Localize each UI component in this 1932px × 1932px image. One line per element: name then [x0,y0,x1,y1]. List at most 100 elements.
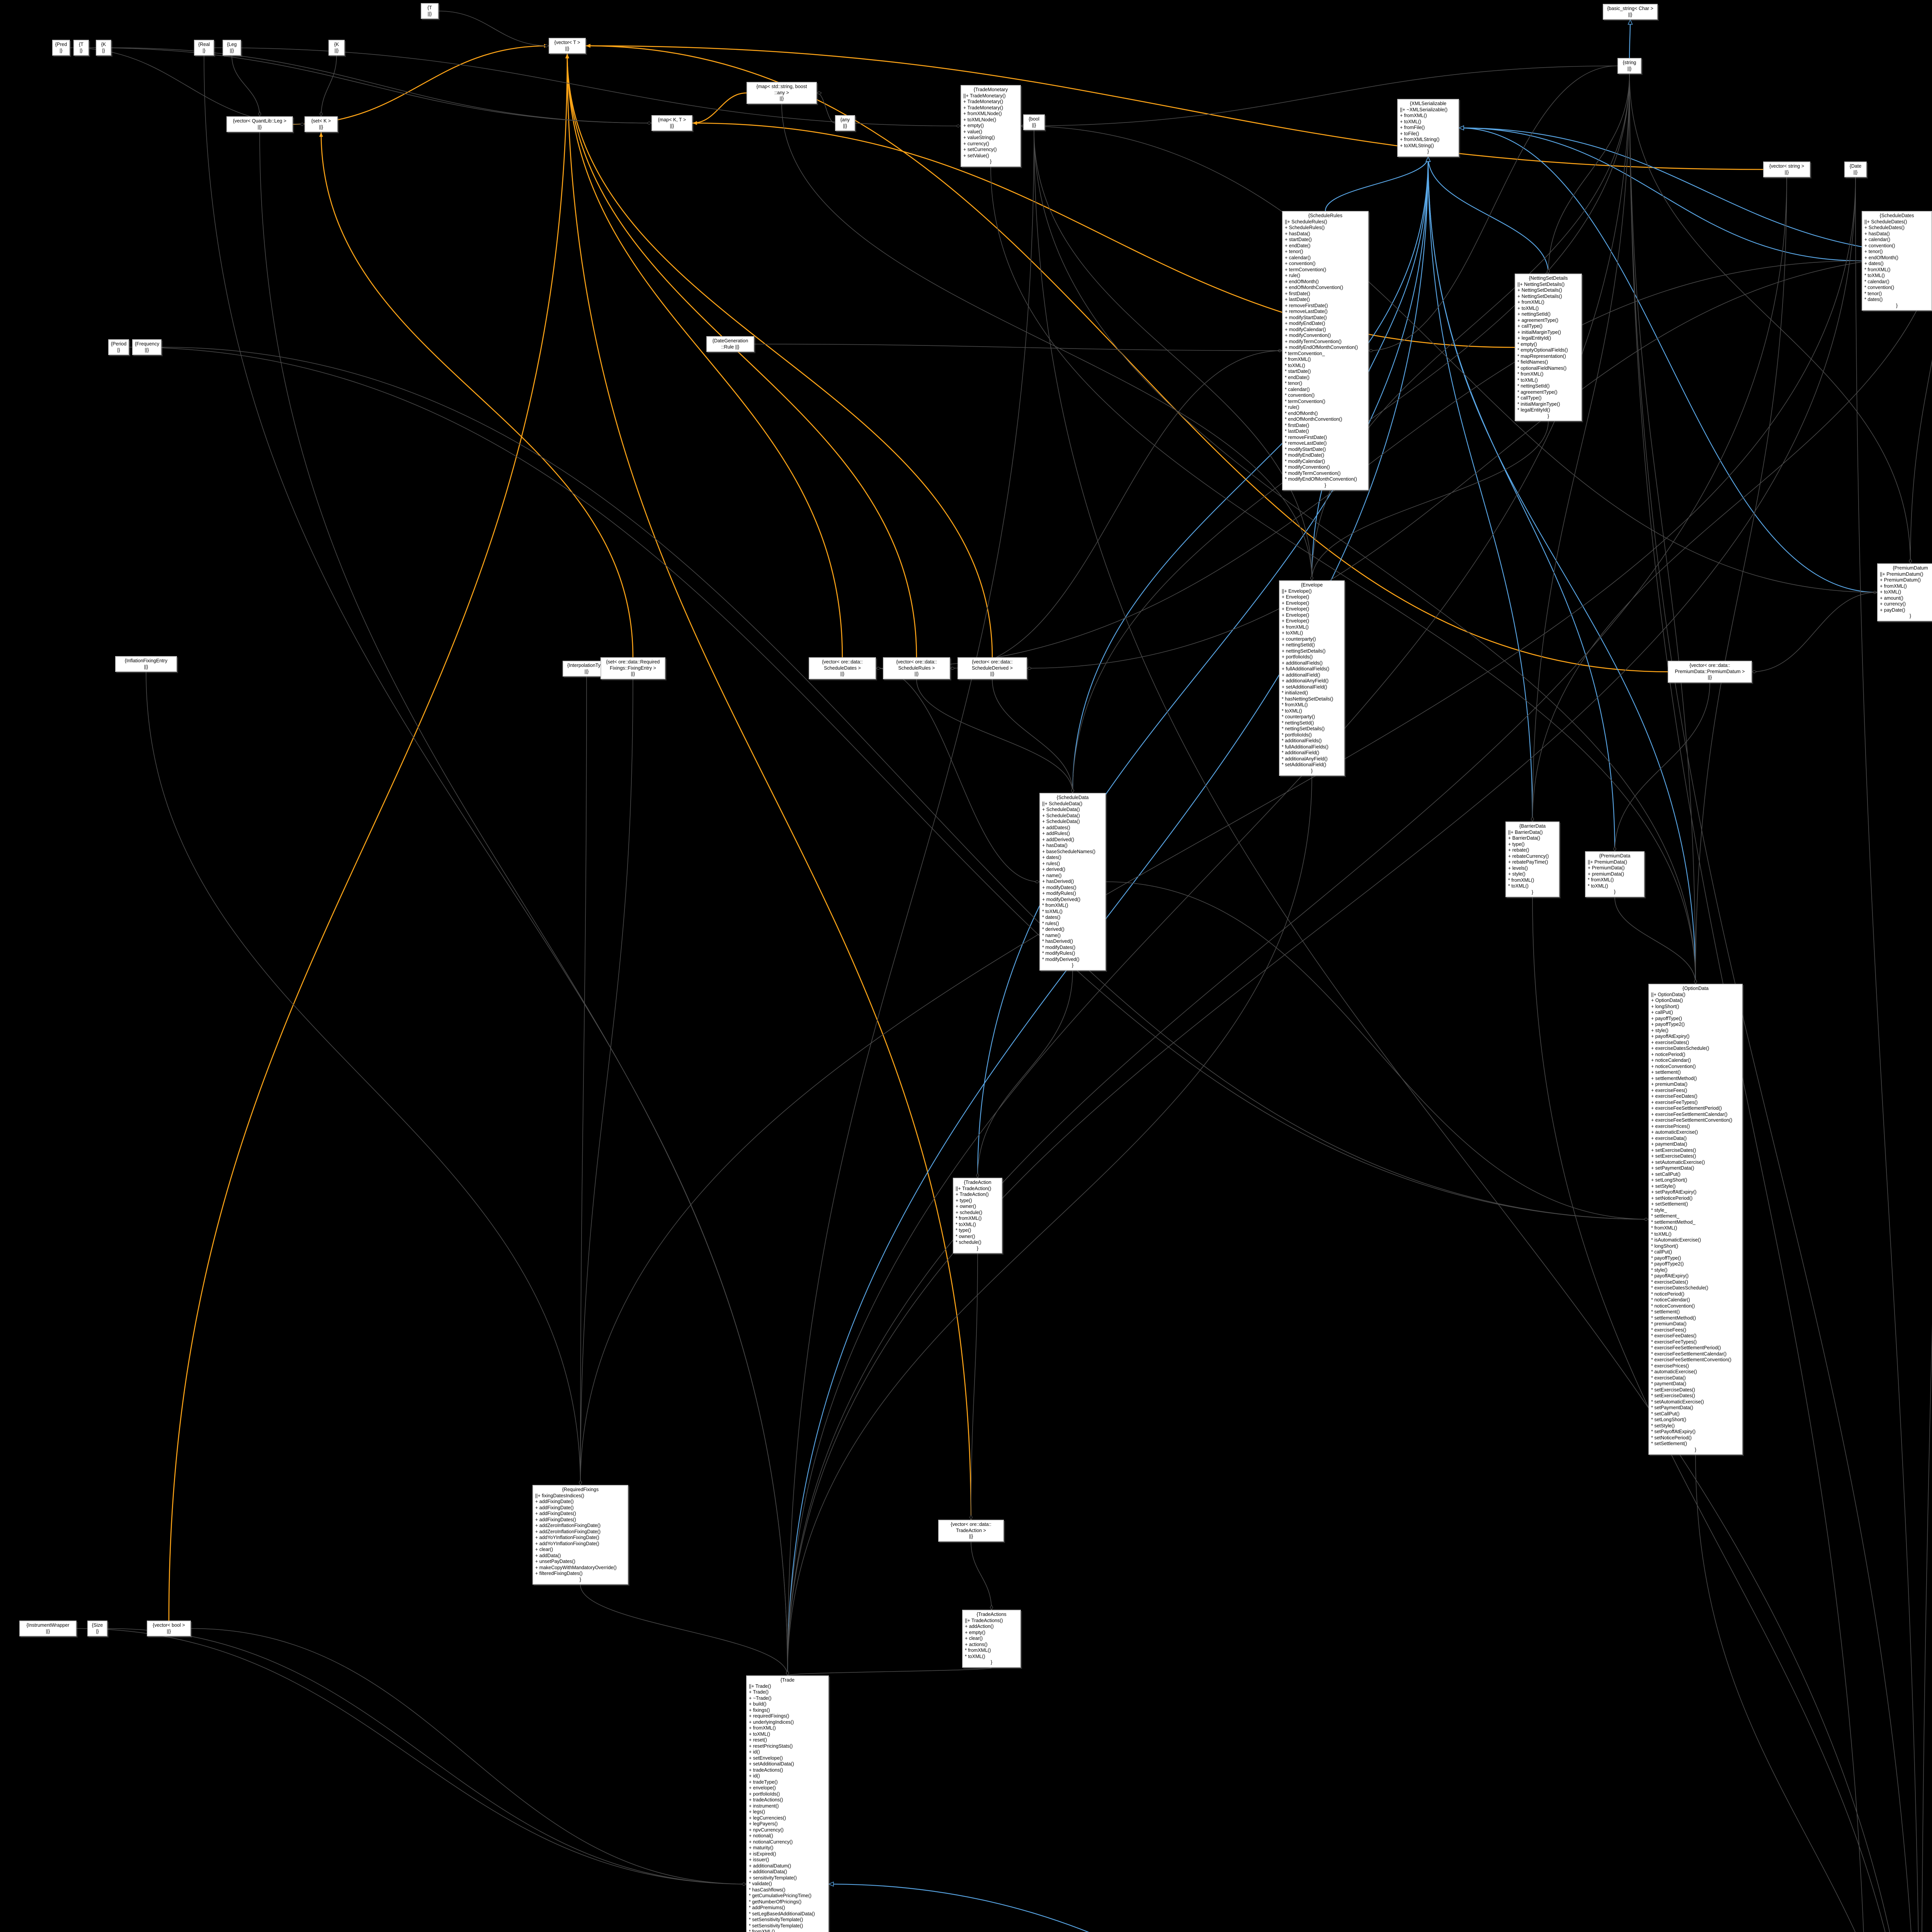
class-node-vecTradeAction[interactable]: {vector< ore::data::TradeAction >||} [938,1520,1004,1542]
class-node-barrierData[interactable]: {BarrierData||+ BarrierData()+ BarrierDa… [1505,821,1560,897]
class-node-bool[interactable]: {bool||} [1023,114,1045,130]
member-line: * exerciseFeeTypes() [1651,1339,1697,1345]
member-line: * modifyTermConvention() [1285,470,1341,476]
class-node-tradeAction[interactable]: {TradeAction||+ TradeAction()+ TradeActi… [953,1178,1002,1253]
edge-scheduleData-to-tradeAction [976,970,1073,1179]
member-line: + addFixingDates() [535,1511,576,1516]
member-line: + counterparty() [1282,636,1316,642]
member-line: } [1694,1447,1697,1452]
class-node-k[interactable]: {K||} [328,40,345,56]
class-title: {vector< string > [1769,163,1804,169]
edge-envelope-to-trade [786,776,1312,1676]
class-node-scheduleRules[interactable]: {ScheduleRules||+ ScheduleRules()+ Sched… [1282,211,1369,490]
class-node-size[interactable]: {Size|} [87,1621,107,1636]
class-node-frequency[interactable]: {Frequency||} [132,339,162,355]
member-line: ||+ OptionData() [1651,992,1685,997]
member-line: + type() [956,1197,972,1203]
member-line: * getCumulativePricingTime() [749,1893,812,1898]
member-line: + noticeCalendar() [1651,1058,1691,1063]
class-node-setK[interactable]: {set< K >||} [304,116,338,132]
member-line: + modifyConvention() [1285,333,1331,338]
member-line: + style() [1508,871,1526,877]
member-line: * type() [956,1228,971,1233]
member-line: * setExerciseDates() [1651,1393,1695,1398]
member-line: * exerciseDatesSchedule() [1651,1285,1708,1291]
member-line: * fromXML() [1282,702,1308,707]
class-node-dateGenRule[interactable]: {DateGeneration::Rule ||} [706,336,754,352]
class-node-vecQLLeg[interactable]: {vector< QuantLib::Leg >||} [226,116,293,132]
edge-string-to-fxSingleAssetDerivative [1629,73,1864,1932]
edge-string-to-scheduleRules [1368,65,1618,352]
class-node-vecString[interactable]: {vector< string >||} [1763,162,1810,177]
class-node-basic_string[interactable]: {basic_string< Char >||} [1603,4,1658,20]
member-line: + premiumData() [1651,1082,1688,1087]
member-line: * endDate() [1285,374,1310,380]
class-node-xmlSerializable[interactable]: {XMLSerializable||+ ~XMLSerializable()+ … [1397,99,1459,157]
member-line: ScheduleDates > [824,665,861,671]
class-node-string[interactable]: {string||} [1617,58,1641,74]
class-node-vecSchedDerived[interactable]: {vector< ore::data::ScheduleDerived >||} [957,657,1027,679]
member-line: + BarrierData() [1508,835,1541,841]
class-node-pred[interactable]: {Pred|} [52,40,70,56]
class-node-nettingSetDetails[interactable]: {NettingSetDetails||+ NettingSetDetails(… [1515,274,1582,421]
member-line: * toXML() [965,1653,985,1659]
member-line: + ScheduleRules() [1285,225,1325,230]
member-line: + endOfMonthConvention() [1285,285,1344,290]
member-line: + toXML() [1880,589,1901,595]
member-line: } [1614,889,1616,895]
class-node-vecSchedDates[interactable]: {vector< ore::data::ScheduleDates >||} [809,657,876,679]
class-node-inflationFixingEntry[interactable]: {InflationFixingEntry||} [115,656,177,672]
class-node-optionData[interactable]: {OptionData||+ OptionData()+ OptionData(… [1648,984,1743,1455]
class-node-requiredFixings[interactable]: {RequiredFixings||+ fixingDatesIndices()… [532,1485,628,1585]
member-line: * counterparty() [1282,714,1315,719]
class-node-scheduleDates[interactable]: {ScheduleDates||+ ScheduleDates()+ Sched… [1862,211,1932,311]
edge-bool-to-optionData [1034,130,1697,985]
member-line: + setSettlement() [1651,1201,1688,1207]
member-line: + requiredFixings() [749,1713,789,1719]
member-line: ||} [584,668,589,674]
class-node-mapKT[interactable]: {map< K, T >||} [651,115,692,131]
edge-date-to-fxDoubleTouchOption [1855,177,1919,1932]
class-node-t2[interactable]: {T|} [73,40,89,56]
class-node-trade[interactable]: {Trade||+ Trade()+ Trade()+ ~Trade()+ bu… [746,1675,829,1932]
class-node-leg[interactable]: {Leg||} [223,40,241,56]
member-line: + modifyEndDate() [1285,321,1325,326]
class-node-vecBool[interactable]: {vector< bool >||} [147,1621,191,1636]
class-node-tradeMonetary[interactable]: {TradeMonetary||+ TradeMonetary()+ Trade… [961,85,1021,167]
class-node-instrumentWrapper[interactable]: {InstrumentWrapper||} [19,1621,77,1636]
class-node-premiumDatum[interactable]: {PremiumDatum||+ PremiumDatum()+ Premium… [1877,563,1932,621]
class-node-date[interactable]: {Date||} [1844,162,1867,177]
member-line: + addAction() [965,1624,994,1629]
class-node-premiumData[interactable]: {PremiumData||+ PremiumData()+ PremiumDa… [1585,851,1645,897]
member-line: + build() [749,1701,767,1707]
member-line: + isExpired() [749,1851,776,1857]
class-node-any[interactable]: {any||} [835,115,855,131]
class-node-envelope[interactable]: {Envelope||+ Envelope()+ Envelope()+ Env… [1279,580,1345,776]
class-node-vecSchedRules[interactable]: {vector< ore::data::ScheduleRules >||} [883,657,950,679]
class-node-T[interactable]: {T||} [421,3,439,19]
member-line: + fromXML() [749,1725,776,1731]
class-title: {RequiredFixings [562,1487,599,1492]
member-line: + toXMLNode() [963,117,997,122]
edge-barrierData-to-fxDoubleTouchOption [1532,897,1886,1932]
class-node-period[interactable]: {Period|} [108,339,129,355]
member-line: } [990,1660,993,1665]
class-node-vectorT[interactable]: {vector< T >||} [549,38,586,54]
member-line: |} [80,48,83,53]
class-node-k2[interactable]: {K|} [96,40,111,56]
member-line: * dates() [1042,915,1061,920]
edge-vecSchedDates-to-scheduleData [876,668,1040,884]
class-node-real[interactable]: {Real|} [194,40,214,56]
member-line: * initialMarginType() [1517,401,1560,407]
class-node-mapStrAny[interactable]: {map< std::string, boost::any >||} [747,82,817,104]
edge-optionData-to-xmlSerializable [1425,156,1696,984]
member-line: * additionalAnyField() [1282,756,1328,762]
class-node-tradeActionsBox[interactable]: {TradeActions||+ TradeActions()+ addActi… [962,1610,1021,1668]
member-line: * calendar() [1285,386,1310,392]
class-title: {Pred [55,42,67,47]
class-node-vecPremiumDatum[interactable]: {vector< ore::data::PremiumData::Premium… [1668,661,1752,683]
class-node-scheduleData[interactable]: {ScheduleData||+ ScheduleData()+ Schedul… [1039,793,1106,971]
member-line: ||} [145,347,149,353]
